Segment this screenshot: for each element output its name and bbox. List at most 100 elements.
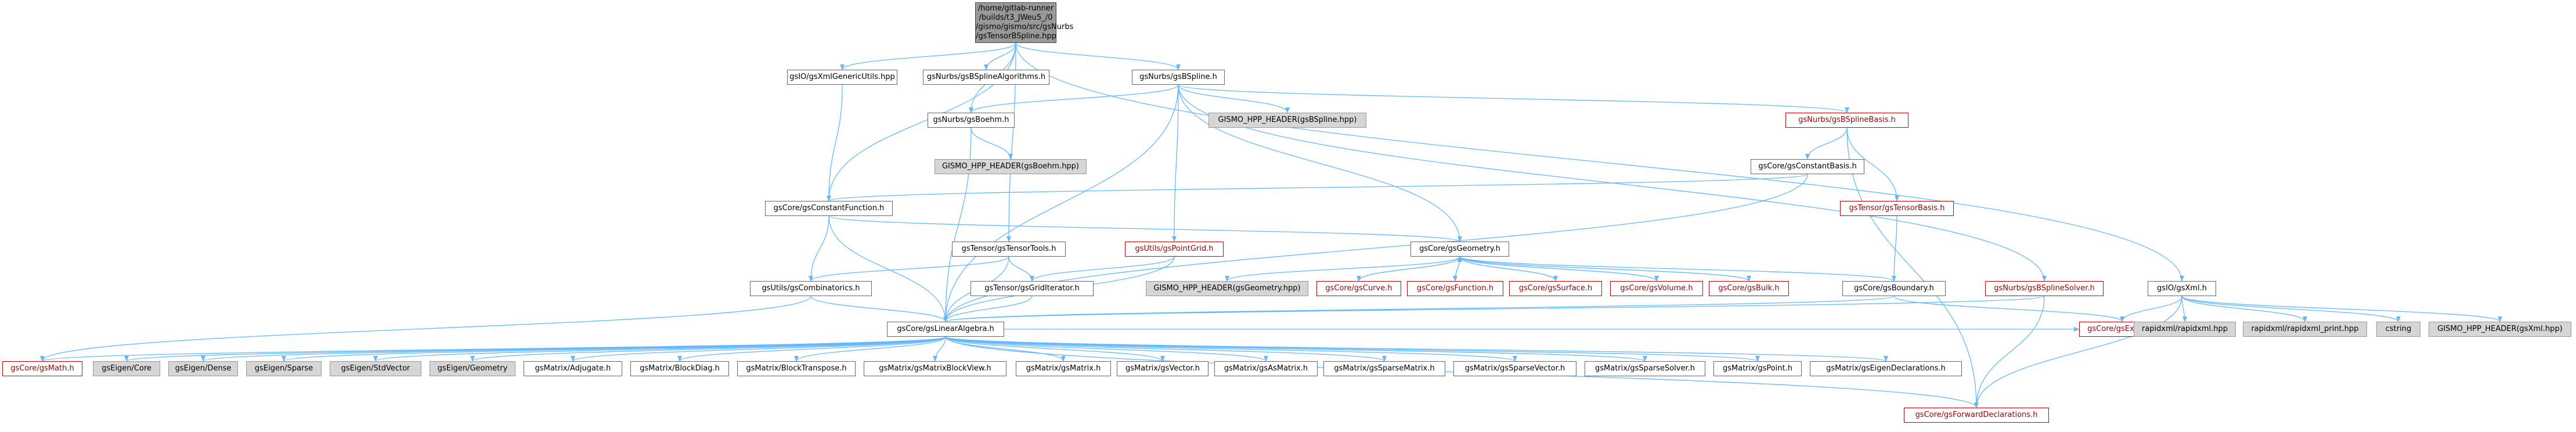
edge-volume-to-geometry [1457, 256, 1657, 282]
node-boehm[interactable]: gsNurbs/gsBoehm.h [928, 113, 1015, 128]
edge-tensorTools-to-combinatorics [809, 256, 1009, 282]
edge-bspline-to-geometry [1178, 84, 1462, 242]
node-matrix-block-view[interactable]: gsMatrix/gsMatrixBlockView.h [864, 361, 1006, 376]
edge-linearAlgebra-to-sparseSolver [945, 336, 1647, 362]
node-function[interactable]: gsCore/gsFunction.h [1407, 281, 1503, 296]
edge-constantFunction-to-geometry [828, 215, 1462, 242]
node-block-diag[interactable]: gsMatrix/BlockDiag.h [630, 361, 729, 376]
node-adjugate[interactable]: gsMatrix/Adjugate.h [524, 361, 622, 376]
node-boundary[interactable]: gsCore/gsBoundary.h [1842, 281, 1946, 296]
edge-constantFunction-to-combinatorics [809, 215, 829, 282]
node-hdr-geometry[interactable]: GISMO_HPP_HEADER(gsGeometry.hpp) [1146, 281, 1308, 296]
edge-boehm-to-hdrBoehm [970, 127, 1013, 160]
edge-bspline-to-hdrBSpline [1178, 84, 1290, 113]
node-geometry[interactable]: gsCore/gsGeometry.h [1410, 242, 1509, 257]
edge-linearAlgebra-to-point [945, 336, 1760, 362]
node-bspline-solver[interactable]: gsNurbs/gsBSplineSolver.h [1985, 281, 2104, 296]
node-hdr-xml[interactable]: GISMO_HPP_HEADER(gsXml.hpp) [2429, 322, 2571, 337]
node-eigen-std-vector[interactable]: gsEigen/StdVector [330, 361, 421, 376]
edge-geometry-to-hdrGeometry [1225, 256, 1460, 282]
edge-bulk-to-geometry [1457, 256, 1749, 282]
edge-bsplineBasis-to-tensorBasis [1846, 127, 1899, 201]
edge-curve-to-geometry [1358, 256, 1462, 282]
edge-bspline-to-boehm [969, 84, 1179, 113]
edge-xml-to-export [2120, 296, 2182, 322]
node-tensor-basis[interactable]: gsTensor/gsTensorBasis.h [1840, 201, 1954, 216]
node-root[interactable]: /home/gitlab-runner /builds/t3_JWeu5_/0 … [975, 2, 1073, 43]
edge-surface-to-geometry [1457, 256, 1556, 282]
edge-linearAlgebra-to-blockDiag [677, 336, 946, 362]
edge-constantFunction-to-linearAlgebra [828, 215, 948, 322]
edge-boundary-to-linearAlgebra [943, 296, 1895, 322]
edge-bspline-to-linearAlgebra [943, 84, 1179, 322]
node-hdr-b-spline[interactable]: GISMO_HPP_HEADER(gsBSpline.hpp) [1208, 113, 1366, 128]
edge-linearAlgebra-to-eigenSparse [282, 336, 946, 362]
edge-xml-to-cstring [2181, 296, 2401, 322]
node-constant-basis[interactable]: gsCore/gsConstantBasis.h [1751, 159, 1864, 174]
node-sparse-matrix[interactable]: gsMatrix/gsSparseMatrix.h [1323, 361, 1445, 376]
node-sparse-vector[interactable]: gsMatrix/gsSparseVector.h [1453, 361, 1576, 376]
node-constant-function[interactable]: gsCore/gsConstantFunction.h [765, 201, 893, 216]
node-xml[interactable]: gsIO/gsXml.h [2148, 281, 2216, 296]
edge-bspline-to-bsplineBasis [1178, 84, 1849, 113]
edge-boundary-to-export [1893, 296, 2124, 322]
edge-pointGrid-to-gridIterator [1030, 256, 1175, 282]
node-rapidxml-print[interactable]: rapidxml/rapidxml_print.hpp [2243, 322, 2367, 337]
edge-root-to-xml [1015, 42, 2184, 282]
node-combinatorics[interactable]: gsUtils/gsCombinatorics.h [750, 281, 872, 296]
node-xml-generic[interactable]: gsIO/gsXmlGenericUtils.hpp [787, 70, 897, 85]
edge-linearAlgebra-to-sparseVector [945, 336, 1517, 362]
node-linear-algebra[interactable]: gsCore/gsLinearAlgebra.h [887, 322, 1004, 337]
edge-xml-to-rapidxmlPrint [2181, 296, 2307, 322]
edge-bsplineBasis-to-constantBasis [1805, 127, 1848, 160]
node-vector[interactable]: gsMatrix/gsVector.h [1117, 361, 1208, 376]
node-math[interactable]: gsCore/gsMath.h [2, 361, 82, 376]
edge-linearAlgebra-to-asMatrix [945, 336, 1268, 362]
edge-xml-to-forwardDecl [1974, 296, 2182, 408]
node-eigen-geometry[interactable]: gsEigen/Geometry [430, 361, 515, 376]
edge-linearAlgebra-to-eigenStdVector [373, 336, 946, 362]
edge-combinatorics-to-math [40, 296, 811, 362]
edge-constantBasis-to-constantFunction [827, 174, 1808, 201]
node-surface[interactable]: gsCore/gsSurface.h [1509, 281, 1602, 296]
edge-geometry-to-boundary [1459, 256, 1896, 282]
node-bspline[interactable]: gsNurbs/gsBSpline.h [1132, 70, 1225, 85]
edge-gridIterator-to-linearAlgebra [943, 296, 1033, 322]
edge-root-to-xmlGeneric [840, 42, 1016, 70]
node-eigen-decl[interactable]: gsMatrix/gsEigenDeclarations.h [1810, 361, 1962, 376]
node-curve[interactable]: gsCore/gsCurve.h [1316, 281, 1401, 296]
edge-linearAlgebra-to-sparseMatrix [945, 336, 1387, 362]
node-eigen-sparse[interactable]: gsEigen/Sparse [246, 361, 322, 376]
node-point[interactable]: gsMatrix/gsPoint.h [1713, 361, 1802, 376]
node-grid-iterator[interactable]: gsTensor/gsGridIterator.h [970, 281, 1094, 296]
node-bulk[interactable]: gsCore/gsBulk.h [1709, 281, 1789, 296]
node-point-grid[interactable]: gsUtils/gsPointGrid.h [1125, 242, 1224, 257]
node-cstring[interactable]: cstring [2376, 322, 2420, 337]
node-sparse-solver[interactable]: gsMatrix/gsSparseSolver.h [1585, 361, 1705, 376]
node-bspline-basis[interactable]: gsNurbs/gsBSplineBasis.h [1785, 113, 1908, 128]
edge-linearAlgebra-to-eigenDense [201, 336, 946, 362]
edge-linearAlgebra-to-matrixBlockView [933, 336, 946, 362]
edge-linearAlgebra-to-adjugate [571, 336, 946, 362]
node-bspline-algo[interactable]: gsNurbs/gsBSplineAlgorithms.h [923, 70, 1049, 85]
node-matrix[interactable]: gsMatrix/gsMatrix.h [1016, 361, 1111, 376]
edge-xmlGeneric-to-constantFunction [827, 84, 843, 201]
node-forward-decl[interactable]: gsCore/gsForwardDeclarations.h [1904, 408, 2049, 423]
node-eigen-dense[interactable]: gsEigen/Dense [168, 361, 238, 376]
edge-combinatorics-to-linearAlgebra [810, 296, 948, 322]
edge-xml-to-hdrXml [2181, 296, 2502, 322]
edge-bsplineSolver-to-linearAlgebra [943, 296, 2045, 322]
edge-tensorBasis-to-boundary [1892, 215, 1897, 282]
node-volume[interactable]: gsCore/gsVolume.h [1610, 281, 1703, 296]
node-hdr-boehm[interactable]: GISMO_HPP_HEADER(gsBoehm.hpp) [935, 159, 1087, 174]
node-rapidxml[interactable]: rapidxml/rapidxml.hpp [2134, 322, 2236, 337]
node-block-transpose[interactable]: gsMatrix/BlockTranspose.h [737, 361, 856, 376]
node-as-matrix[interactable]: gsMatrix/gsAsMatrix.h [1214, 361, 1318, 376]
edge-bspline-to-pointGrid [1172, 84, 1179, 242]
node-tensor-tools[interactable]: gsTensor/gsTensorTools.h [952, 242, 1066, 257]
node-eigen-core[interactable]: gsEigen/Core [93, 361, 160, 376]
edge-linearAlgebra-to-blockTranspose [794, 336, 946, 362]
edge-tensorTools-to-gridIterator [1008, 256, 1034, 282]
edge-bsplineSolver-to-forwardDecl [1974, 296, 2045, 408]
